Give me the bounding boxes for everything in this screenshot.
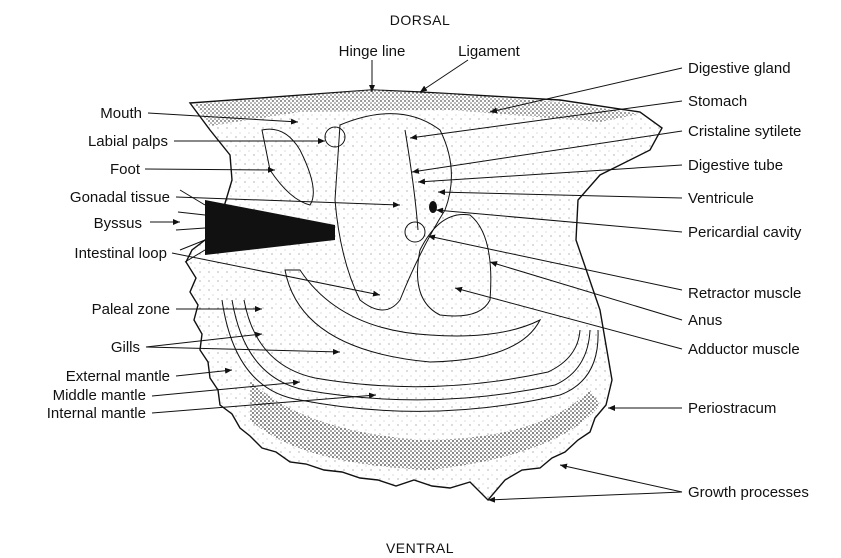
label-paleal-zone: Paleal zone <box>92 301 170 318</box>
dorsal-label: DORSAL <box>390 12 451 28</box>
label-retractor-muscle: Retractor muscle <box>688 285 801 302</box>
label-anus: Anus <box>688 312 722 329</box>
label-digestive-gland: Digestive gland <box>688 60 791 77</box>
label-stomach: Stomach <box>688 93 747 110</box>
label-growth-processes: Growth processes <box>688 484 809 501</box>
label-hinge-line: Hinge line <box>339 43 406 60</box>
label-middle-mantle: Middle mantle <box>53 387 146 404</box>
label-periostracum: Periostracum <box>688 400 776 417</box>
label-gonadal-tissue: Gonadal tissue <box>70 189 170 206</box>
label-external-mantle: External mantle <box>66 368 170 385</box>
shell-body <box>186 90 662 500</box>
label-intestinal-loop: Intestinal loop <box>74 245 167 262</box>
label-pericardial-cavity: Pericardial cavity <box>688 224 802 241</box>
ventral-label: VENTRAL <box>386 540 454 556</box>
label-mouth: Mouth <box>100 105 142 122</box>
label-labial-palps: Labial palps <box>88 133 168 150</box>
label-adductor-muscle: Adductor muscle <box>688 341 800 358</box>
label-internal-mantle: Internal mantle <box>47 405 146 422</box>
label-cristaline-sytilete: Cristaline sytilete <box>688 123 801 140</box>
label-gills: Gills <box>111 339 140 356</box>
label-ligament: Ligament <box>458 43 521 60</box>
label-ventricule: Ventricule <box>688 190 754 207</box>
label-digestive-tube: Digestive tube <box>688 157 783 174</box>
label-byssus: Byssus <box>94 215 142 232</box>
shell-outline <box>186 90 662 500</box>
ventricule-shape <box>429 201 437 213</box>
label-foot: Foot <box>110 161 141 178</box>
